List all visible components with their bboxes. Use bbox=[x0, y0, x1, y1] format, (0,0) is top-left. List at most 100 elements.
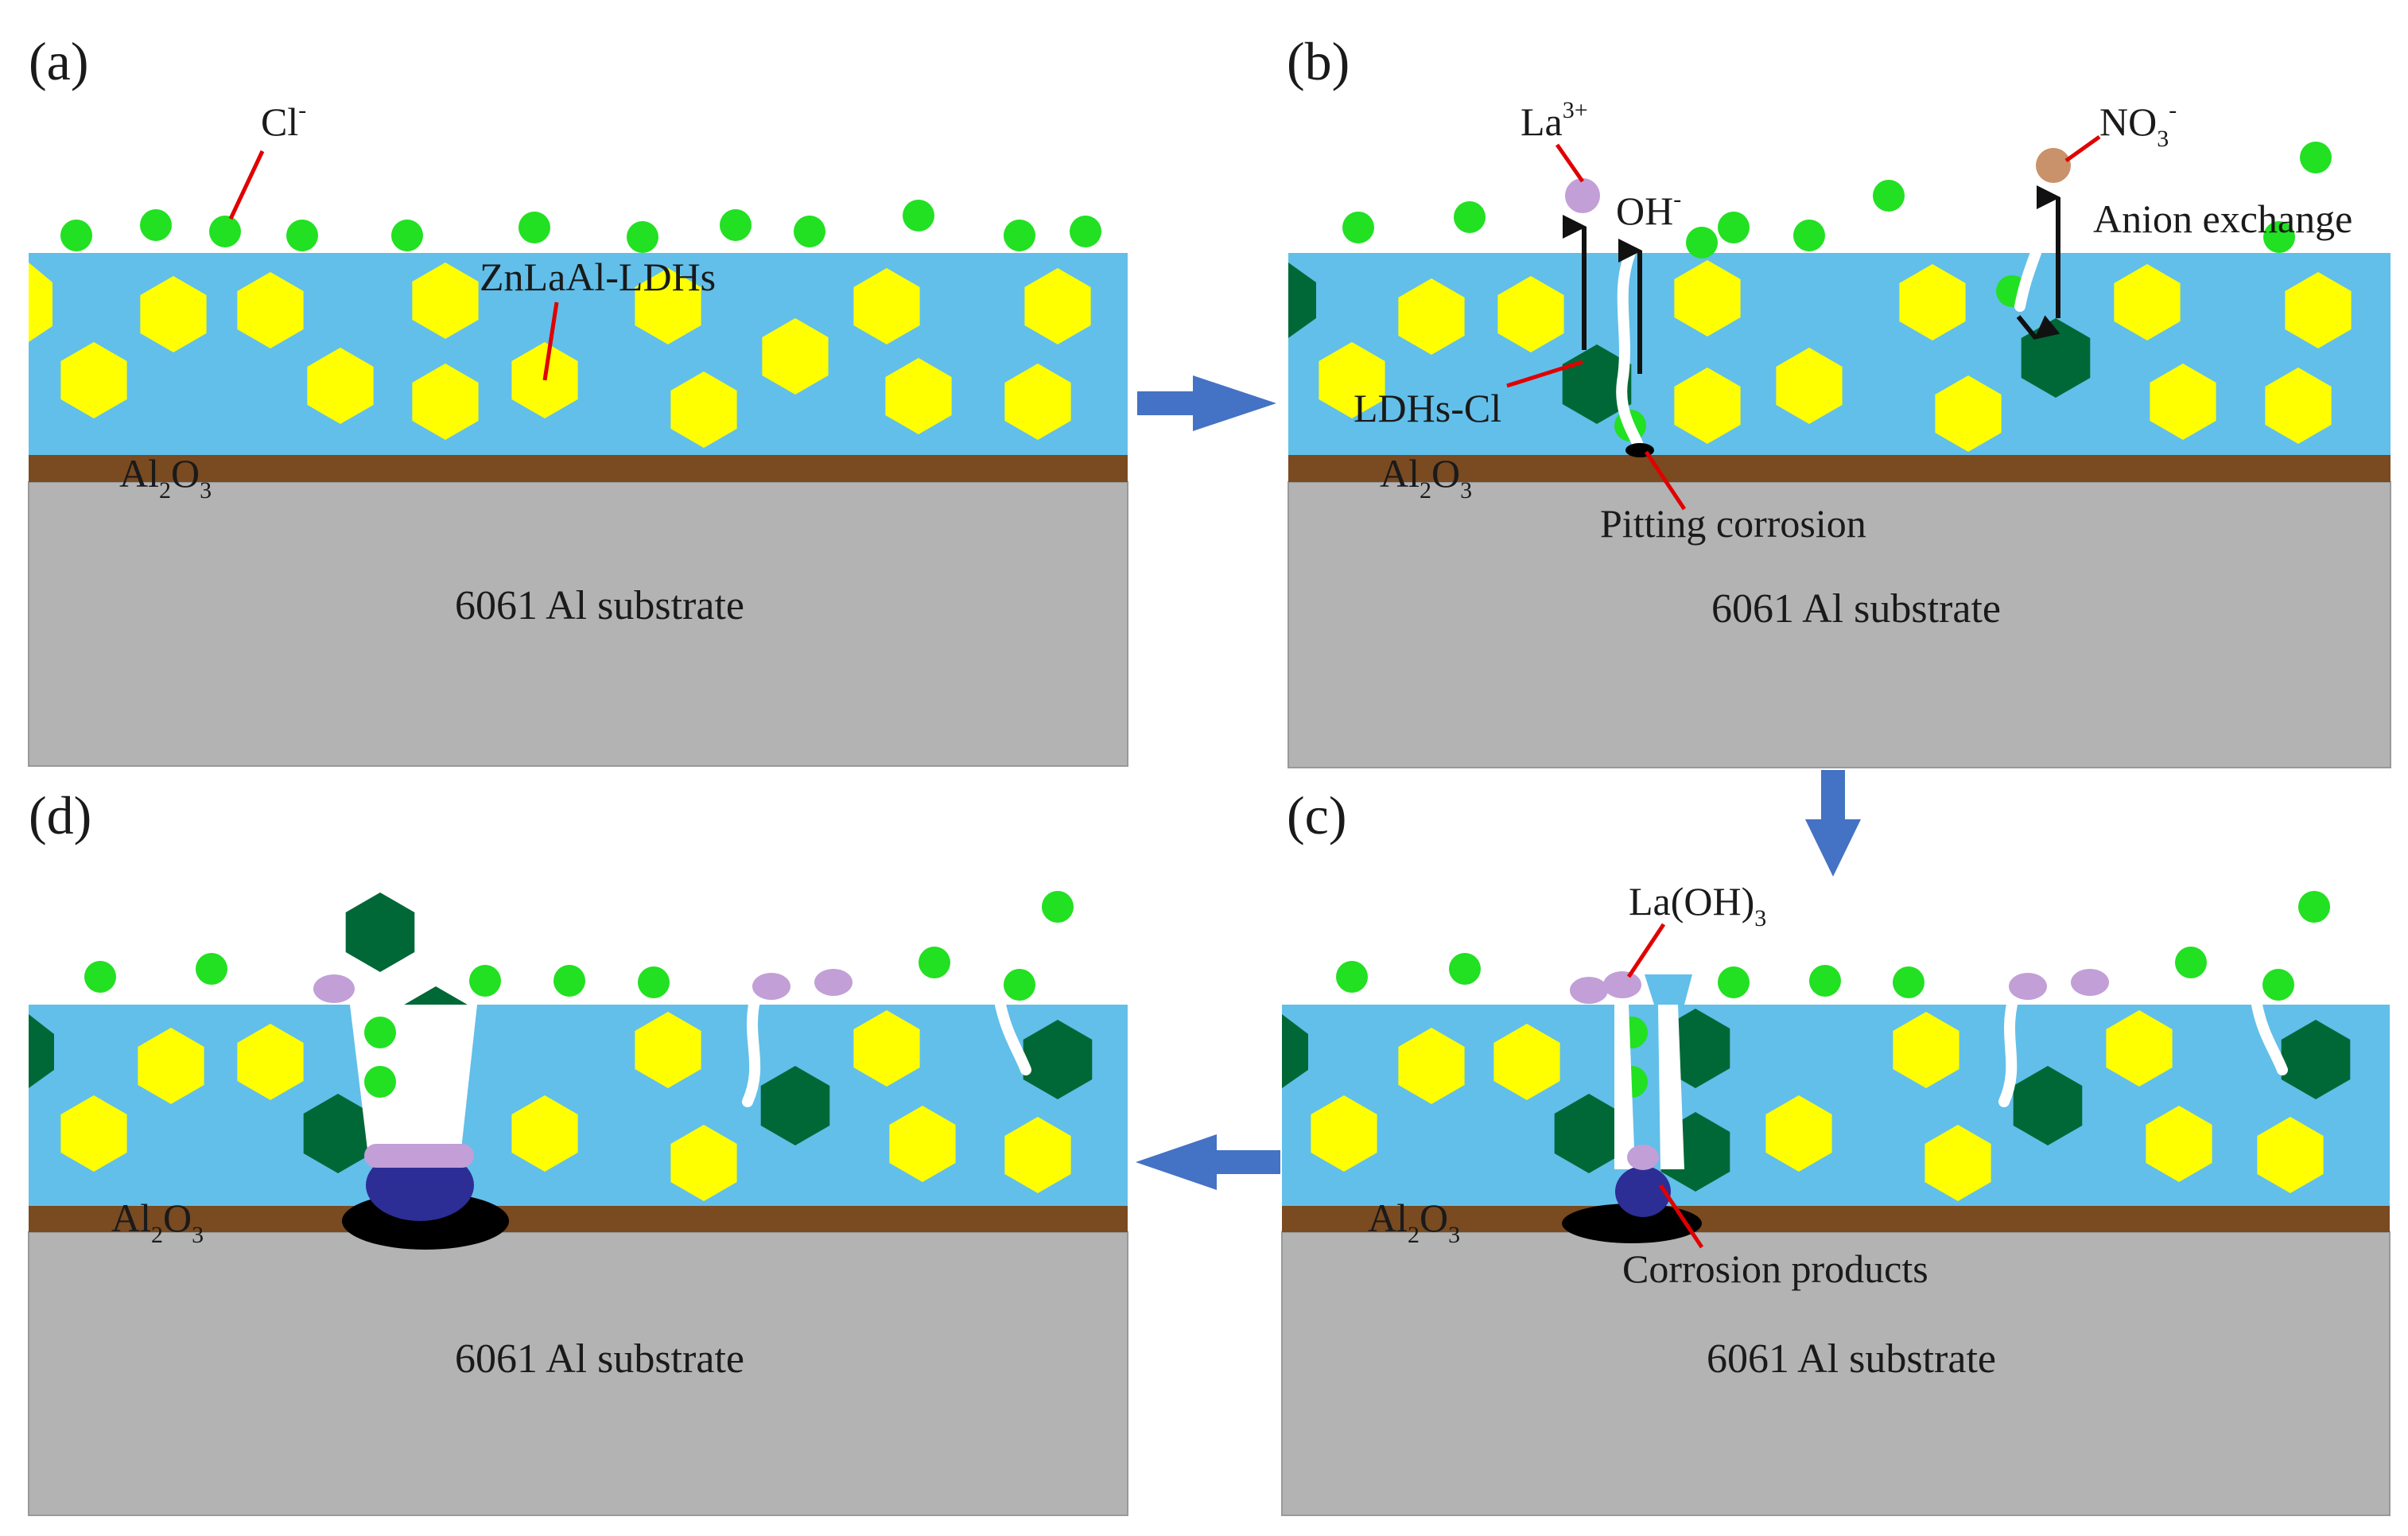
ldh-particle bbox=[2150, 364, 2216, 440]
flow-arrow-c-to-d bbox=[1136, 1134, 1280, 1190]
la-hydroxide-deposit bbox=[1603, 971, 1641, 998]
chloride-ion bbox=[1070, 216, 1101, 247]
ldh-particle bbox=[853, 1010, 920, 1087]
ldh-particle bbox=[1924, 1125, 1991, 1201]
coating-crack bbox=[1616, 247, 1644, 451]
ldh-particle bbox=[889, 1106, 956, 1182]
oxide-label-d: Al2O3 bbox=[111, 1196, 204, 1248]
la-hydroxide-deposit bbox=[2071, 969, 2109, 996]
ldh-cl-particle bbox=[760, 1066, 830, 1145]
chloride-ion bbox=[1004, 969, 1035, 1001]
panel-b-tag: (b) bbox=[1287, 31, 1350, 91]
panel-d-tag: (d) bbox=[29, 785, 91, 846]
ldh-particle-edge bbox=[29, 262, 52, 342]
chloride-ion bbox=[1686, 227, 1718, 259]
ldh-cl-particle bbox=[2281, 1020, 2351, 1099]
chloride-ion bbox=[84, 961, 116, 993]
la-hydroxide-deposit bbox=[1627, 1145, 1659, 1170]
substrate-layer-d bbox=[28, 1231, 1128, 1516]
ldh-particle bbox=[853, 268, 920, 344]
ldh-particle bbox=[635, 268, 701, 344]
substrate-label-a: 6061 Al substrate bbox=[455, 583, 744, 628]
oxide-label-b: Al2O3 bbox=[1380, 451, 1472, 504]
la-hydroxide-label: La(OH)3 bbox=[1629, 879, 1766, 931]
oxide-layer-d bbox=[29, 1206, 1128, 1232]
ldh-particle bbox=[1398, 278, 1465, 355]
ldh-particle bbox=[762, 318, 829, 395]
ions bbox=[60, 142, 2332, 1098]
ldh-particle bbox=[138, 1028, 204, 1104]
ldh-particle bbox=[1765, 1095, 1832, 1172]
la-hydroxide-deposit bbox=[752, 973, 790, 1000]
la-hydroxide-deposit bbox=[814, 969, 853, 996]
ldh-leader-line bbox=[542, 301, 559, 381]
chloride-ion bbox=[209, 216, 241, 247]
open-crack-top bbox=[1645, 974, 1692, 1005]
ldh-particle bbox=[237, 272, 304, 348]
ldh-cl-particle bbox=[2013, 1066, 2083, 1145]
ldh-cl-particle-edge bbox=[29, 1014, 54, 1088]
ldh-particle bbox=[1899, 264, 1966, 340]
nitrate-ion bbox=[2036, 148, 2071, 183]
chloride-ion bbox=[1718, 212, 1750, 243]
oxide-layer-a bbox=[29, 455, 1128, 482]
chloride-ion bbox=[196, 953, 227, 985]
chloride-ion bbox=[60, 220, 92, 251]
substrate-layer-a bbox=[28, 481, 1128, 767]
chloride-ion bbox=[627, 221, 658, 253]
coating-layer-c bbox=[1282, 1005, 2390, 1206]
la-hydroxide-deposit bbox=[1570, 977, 1608, 1004]
ldh-cl-particle bbox=[303, 1094, 373, 1173]
chloride-leader-line bbox=[228, 150, 265, 220]
panel-c-tag: (c) bbox=[1287, 785, 1346, 846]
ldh-particle bbox=[1893, 1012, 1959, 1088]
la-hydroxide-layer bbox=[364, 1144, 474, 1168]
ldh-particle bbox=[2114, 264, 2181, 340]
chloride-ion bbox=[1336, 961, 1368, 993]
open-crack bbox=[1614, 1005, 1635, 1169]
ldh-particle bbox=[1398, 1028, 1465, 1104]
ldh-cl-leader-line bbox=[1506, 360, 1583, 388]
chloride-ion bbox=[364, 1017, 396, 1048]
la-hydroxide-deposit bbox=[313, 974, 355, 1003]
lanthanum-ion bbox=[1565, 178, 1600, 213]
corrosion-features bbox=[313, 185, 2288, 1250]
chloride-ion bbox=[553, 965, 585, 997]
flow-arrow-shaft bbox=[1137, 391, 1197, 415]
chloride-ion bbox=[391, 220, 423, 251]
ldh-label: ZnLaAl-LDHs bbox=[480, 255, 716, 299]
ldh-cl-particle-edge bbox=[1288, 262, 1316, 338]
chloride-ion bbox=[2262, 969, 2294, 1001]
coating-layer-a bbox=[29, 253, 1128, 455]
chloride-ion bbox=[1454, 201, 1486, 233]
ldh-particle bbox=[60, 1095, 127, 1172]
coating-crack bbox=[2014, 247, 2041, 312]
hydroxide-label: OH- bbox=[1616, 186, 1681, 233]
chloride-ion bbox=[1042, 891, 1074, 923]
substrate-label-d: 6061 Al substrate bbox=[455, 1336, 744, 1382]
panel-layers bbox=[28, 253, 2391, 1516]
ldh-particle bbox=[2146, 1106, 2212, 1182]
ldh-particle bbox=[1004, 1117, 1071, 1193]
flow-arrow-shaft bbox=[1821, 770, 1845, 822]
chloride-ion bbox=[2300, 142, 2332, 173]
chloride-label: Cl- bbox=[261, 97, 306, 144]
ldh-particle bbox=[670, 371, 737, 448]
chloride-ion bbox=[638, 966, 670, 998]
pit bbox=[1562, 1204, 1702, 1243]
flow-arrow-head bbox=[1136, 1134, 1217, 1190]
ldh-particle bbox=[1674, 260, 1741, 336]
ldh-particle bbox=[1004, 364, 1071, 440]
oxide-label-a: Al2O3 bbox=[119, 451, 212, 504]
coating-layer-d bbox=[29, 1005, 1128, 1206]
ldh-cl-particle bbox=[1023, 1020, 1093, 1099]
corrosion-products-leader-line bbox=[1658, 1184, 1704, 1249]
ldh-cl-particle bbox=[345, 892, 415, 972]
chloride-ion bbox=[469, 965, 501, 997]
ldh-particle bbox=[1674, 367, 1741, 444]
lanthanum-leader-line bbox=[1555, 143, 1585, 183]
chloride-ion bbox=[903, 200, 934, 231]
ldh-particle bbox=[60, 342, 127, 418]
chloride-ion bbox=[2263, 221, 2295, 253]
